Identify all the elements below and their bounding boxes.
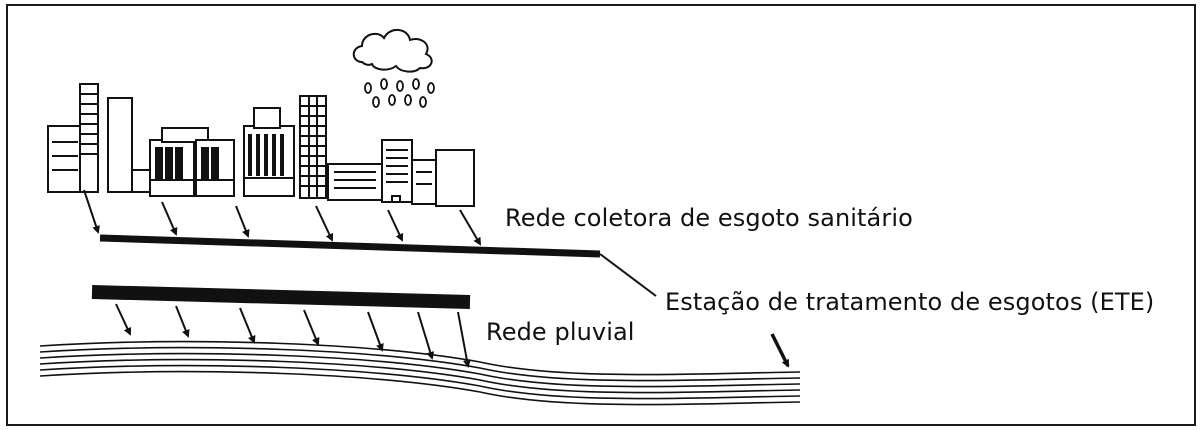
- label-treatment-station: Estação de tratamento de esgotos (ETE): [665, 288, 1155, 316]
- rain-cloud-icon: [352, 29, 433, 73]
- storm-flow-arrows: [115, 303, 471, 368]
- label-sewer-network: Rede coletora de esgoto sanitário: [505, 204, 913, 232]
- ete-connector-line: [599, 253, 657, 297]
- sewer-network-pipe: [99, 234, 601, 258]
- river: [39, 340, 801, 406]
- raindrops: [364, 78, 435, 108]
- ete-outflow-arrow: [770, 333, 790, 368]
- city-buildings: [47, 83, 475, 207]
- label-storm-network: Rede pluvial: [486, 318, 635, 346]
- diagram-frame: [6, 4, 1196, 426]
- sewer-flow-arrows: [83, 189, 482, 246]
- storm-network-pipe: [91, 285, 471, 309]
